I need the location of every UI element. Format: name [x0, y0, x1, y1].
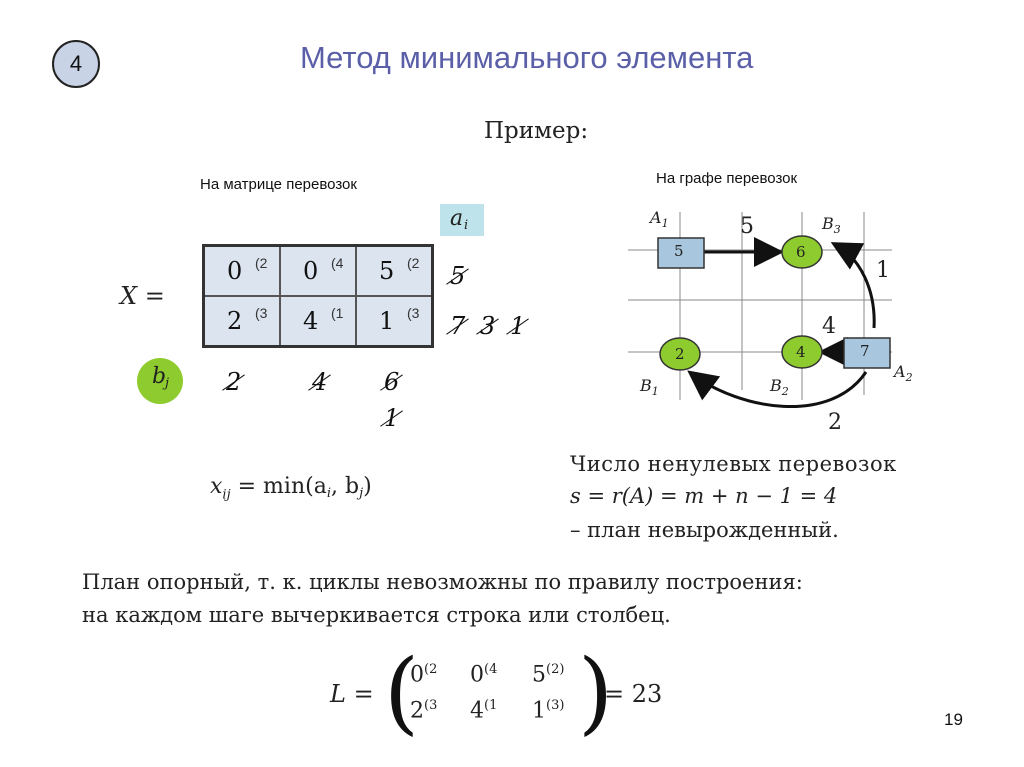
ai-label: a: [450, 206, 464, 231]
node-a2: [843, 337, 891, 369]
x-label: X =: [120, 282, 165, 310]
node-b1-name: B1: [640, 376, 659, 399]
plan-text-line1: План опорный, т. к. циклы невозможны по …: [82, 570, 803, 594]
node-a1-value: 5: [674, 242, 684, 260]
bj-value-struck: 6: [384, 368, 400, 396]
nondegenerate-text: – план невырожденный.: [570, 518, 839, 542]
l-matrix-cell: 5(2): [532, 662, 565, 688]
node-b2-name: B2: [770, 376, 789, 399]
matrix-caption: На матрице перевозок: [200, 176, 357, 193]
node-a2-name: A2: [894, 362, 913, 385]
edge-label: 2: [828, 410, 842, 435]
ai-sub: i: [464, 218, 469, 233]
ai-value-struck: 7: [450, 312, 466, 340]
edge-a2-b3: [830, 242, 876, 329]
matrix-cell: 2(3: [202, 295, 281, 348]
graph-nodes: [657, 235, 891, 371]
l-matrix-cell: 4(1: [470, 698, 498, 724]
node-b1: [659, 337, 701, 371]
node-b2: [781, 335, 823, 369]
ai-value-struck: 1: [510, 312, 526, 340]
l-matrix-cell: 0(2: [410, 662, 438, 688]
edge-a2-b1: [687, 370, 868, 409]
node-b2-value: 4: [796, 343, 806, 361]
bj-sub: j: [165, 376, 170, 391]
slide-title: Метод минимального элемента: [300, 40, 754, 75]
matrix-row: 0(2 0(4 5(2: [202, 244, 434, 297]
matrix-cell: 0(2: [202, 244, 281, 297]
node-a1-name: A1: [650, 208, 669, 231]
node-b3-value: 6: [796, 243, 806, 261]
plan-text-line2: на каждом шаге вычеркивается строка или …: [82, 603, 671, 627]
example-label: Пример:: [484, 118, 589, 144]
bj-label: b: [152, 364, 167, 389]
edge-label: 4: [822, 314, 836, 339]
bj-value-struck: 1: [384, 404, 400, 432]
node-a2-value: 7: [860, 342, 870, 360]
matrix-cell: 5(2: [355, 244, 434, 297]
ai-value-struck: 5: [450, 262, 466, 290]
matrix-cell: 1(3: [355, 295, 434, 348]
l-matrix-cell: 2(3: [410, 698, 438, 724]
transport-matrix: 0(2 0(4 5(2 2(3 4(1 1(3: [202, 244, 434, 348]
node-b1-value: 2: [675, 345, 685, 363]
ai-value-struck: 3: [480, 312, 496, 340]
formula-xij: xij = min(ai, bj): [210, 474, 372, 503]
matrix-row: 2(3 4(1 1(3: [202, 295, 434, 348]
matrix-cell: 0(4: [279, 244, 357, 297]
node-b3-name: B3: [822, 214, 841, 237]
page-number: 19: [944, 710, 963, 729]
slide-number-badge: 4: [52, 40, 100, 88]
l-result: = 23: [604, 680, 663, 708]
bj-value-struck: 2: [226, 368, 242, 396]
l-matrix-cell: 0(4: [470, 662, 498, 688]
bj-label-circle: b j: [137, 358, 183, 404]
left-paren: (: [384, 640, 420, 745]
graph-edges: [687, 237, 876, 409]
right-paren: ): [578, 640, 614, 745]
node-b3: [781, 235, 823, 269]
l-matrix-cell: 1(3): [532, 698, 565, 724]
l-label: L =: [330, 680, 374, 708]
ai-label-box: a i: [440, 204, 484, 236]
rank-formula: s = r(A) = m + n − 1 = 4: [570, 484, 838, 508]
bj-value-struck: 4: [312, 368, 328, 396]
matrix-cell: 4(1: [279, 295, 357, 348]
node-a1: [657, 237, 705, 269]
graph-caption: На графе перевозок: [656, 170, 798, 187]
nonzero-text: Число ненулевых перевозок: [570, 452, 897, 476]
edge-label: 5: [740, 214, 754, 239]
edge-label: 1: [876, 258, 890, 283]
